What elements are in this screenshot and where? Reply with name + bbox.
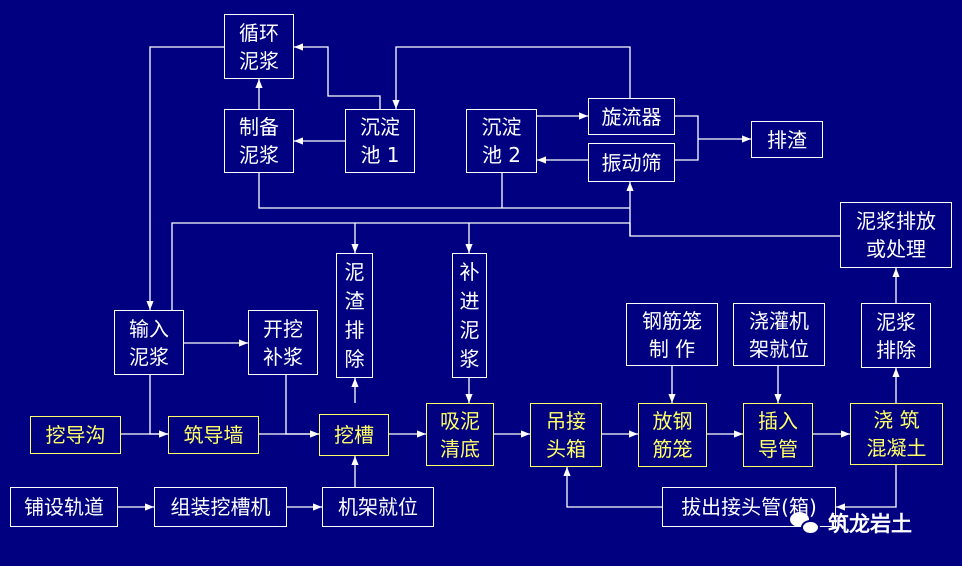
- line-paifang-bus: [629, 223, 840, 237]
- node-nizha: 泥 渣 排 除: [336, 253, 373, 378]
- node-paifang: 泥浆排放 或处理: [840, 202, 952, 268]
- node-nijiangpaichu: 泥浆 排除: [861, 303, 931, 368]
- arrow-shuru-zhudaoqiang: [149, 375, 168, 438]
- line-feed-bus: [171, 222, 355, 310]
- watermark: 筑龙岩土: [790, 505, 912, 541]
- arrow-kaiwa-chain: [285, 375, 319, 438]
- node-zhudaoqiang: 筑导墙: [168, 416, 259, 454]
- line-xunhuan-shuru: [146, 46, 224, 310]
- arrow-chendian1-xunhuan: [294, 43, 381, 109]
- arrow-bachu-diaojie: [563, 467, 662, 508]
- wechat-icon: [790, 508, 820, 538]
- node-chendian1: 沉淀 池 1: [345, 109, 415, 173]
- node-xuanliu: 旋流器: [588, 98, 675, 135]
- node-paizha: 排渣: [751, 121, 823, 158]
- node-bujin: 补 进 泥 浆: [452, 253, 487, 378]
- node-jiaozhu: 浇 筑 混凝土: [850, 403, 943, 465]
- arrow-xuanliu-chendian1: [392, 46, 631, 109]
- node-wacao: 挖槽: [319, 414, 389, 456]
- node-shuru: 输入 泥浆: [114, 310, 184, 375]
- watermark-text: 筑龙岩土: [828, 512, 912, 536]
- line-xuanliu-merge: [675, 115, 699, 161]
- node-jijia: 机架就位: [322, 487, 434, 527]
- node-charu: 插入 导管: [743, 403, 813, 467]
- node-pushe: 铺设轨道: [10, 487, 118, 527]
- node-kaiwa: 开挖 补浆: [248, 310, 318, 375]
- node-jiuwei: 浇灌机 架就位: [733, 303, 825, 366]
- node-xini: 吸泥 清底: [426, 403, 494, 466]
- node-diaojie: 吊接 头箱: [530, 403, 602, 467]
- node-xunhuan: 循环 泥浆: [224, 14, 294, 79]
- node-gangjinzhizuo: 钢筋笼 制 作: [626, 303, 718, 366]
- node-zhibei: 制备 泥浆: [224, 109, 294, 173]
- node-zhendong: 振动筛: [588, 143, 675, 182]
- arrow-jiaozhu-bachu: [836, 465, 897, 511]
- node-zuzhuang: 组装挖槽机: [154, 487, 287, 527]
- node-fanggang: 放钢 筋笼: [638, 403, 707, 467]
- node-chendian2: 沉淀 池 2: [466, 109, 537, 173]
- line-zhibei-return: [258, 173, 630, 209]
- node-wadaogou: 挖导沟: [30, 416, 121, 454]
